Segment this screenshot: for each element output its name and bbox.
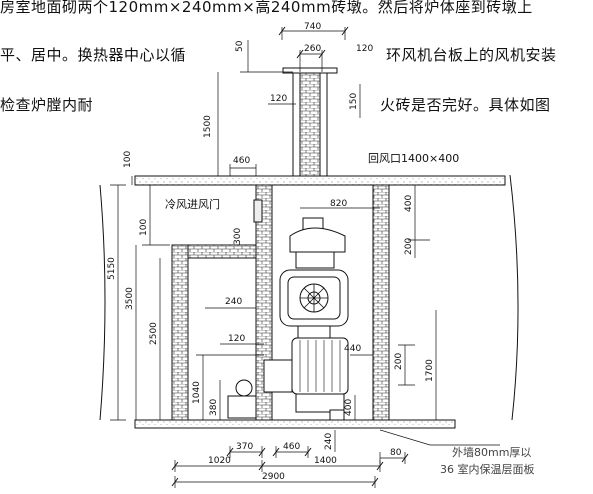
- paragraph-line-1: 房室地面砌两个120mm×240mm×高240mm砖墩。然后将炉体座到砖墩上: [0, 0, 533, 16]
- dim-400-lower: 400: [344, 399, 354, 416]
- dim-1020: 1020: [208, 456, 231, 466]
- dim-260: 260: [304, 44, 321, 54]
- dim-120-low: 120: [228, 334, 245, 344]
- top-slab: [134, 175, 506, 186]
- paragraph-line-3a: 检查炉膛内耐: [0, 96, 94, 114]
- note-bottom-right-1: 外墙80mm厚以: [452, 445, 531, 459]
- dim-100-top: 100: [123, 151, 133, 168]
- dim-120-mid: 120: [270, 94, 287, 104]
- building-outline: [99, 174, 519, 421]
- right-wall: [372, 184, 390, 421]
- dim-400-upper: 400: [404, 195, 414, 212]
- dim-740: 740: [304, 22, 321, 32]
- dim-380: 380: [209, 399, 219, 416]
- dim-370: 370: [236, 442, 253, 452]
- chimney-brick: [299, 71, 321, 177]
- dim-2900: 2900: [262, 472, 285, 482]
- dim-150: 150: [349, 93, 359, 110]
- paragraph-line-2b: 环风机台板上的风机安装: [386, 46, 557, 64]
- dim-200-upper: 200: [404, 238, 414, 255]
- dim-820: 820: [330, 199, 347, 209]
- dim-1400: 1400: [314, 456, 337, 466]
- paragraph-line-3b: 火砖是否完好。具体如图: [380, 96, 551, 114]
- dimension-lines: [110, 27, 500, 488]
- dim-80: 80: [390, 448, 402, 458]
- note-bottom-right-2: 36 室内保温层面板: [440, 462, 535, 476]
- dim-5150: 5150: [107, 257, 117, 280]
- dim-240-bottom: 240: [324, 433, 334, 450]
- dim-1500: 1500: [203, 115, 213, 138]
- dim-50: 50: [235, 40, 245, 52]
- left-wall: [171, 244, 189, 421]
- cold-air-door: [253, 199, 263, 223]
- label-return-air: 回风口1400×400: [368, 152, 459, 165]
- chimney-cap: [282, 67, 338, 74]
- dim-460-bottom: 460: [283, 442, 300, 452]
- dim-2500: 2500: [149, 322, 159, 345]
- dim-1040: 1040: [192, 381, 202, 404]
- dim-460-top: 460: [233, 156, 250, 166]
- dim-120-top: 120: [356, 44, 373, 54]
- dim-240: 240: [225, 297, 242, 307]
- dim-200-lower: 200: [394, 353, 404, 370]
- dim-1700: 1700: [425, 359, 435, 382]
- dim-3500: 3500: [125, 287, 135, 310]
- dim-100-left: 100: [139, 219, 149, 236]
- dim-300: 300: [233, 228, 243, 245]
- dim-440: 440: [344, 344, 361, 354]
- ground-slab: [134, 419, 456, 429]
- hatch-marks: [171, 26, 409, 487]
- label-cold-air-door: 冷风进风门: [165, 197, 220, 211]
- furnace-body: [227, 217, 349, 421]
- paragraph-line-2a: 平、居中。换热器中心以循: [0, 46, 187, 64]
